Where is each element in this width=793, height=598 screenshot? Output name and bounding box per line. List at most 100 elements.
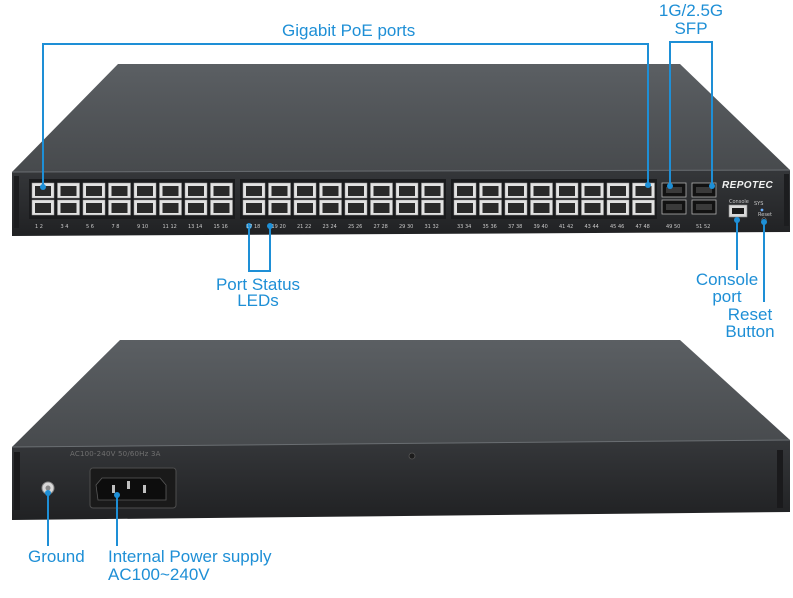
rj45-port-socket	[399, 203, 415, 213]
rj45-port-socket	[271, 203, 288, 213]
rj45-port-socket	[424, 203, 441, 213]
port-number-label: 47 48	[635, 224, 650, 230]
rj45-port-socket	[246, 203, 262, 213]
rj45-port-socket	[533, 186, 550, 196]
rj45-port-socket	[35, 186, 51, 196]
rj45-port-socket	[322, 186, 339, 196]
power-rating-text: AC100-240V 50/60Hz 3A	[70, 450, 161, 458]
ground-label: Ground	[28, 547, 85, 566]
rear-left-ear	[14, 452, 20, 510]
port-number-label: 45 46	[610, 224, 625, 230]
sfp-port-cage	[666, 204, 682, 210]
rj45-port-socket	[137, 203, 153, 213]
console-label-line2: port	[712, 287, 742, 306]
rj45-port-socket	[322, 203, 339, 213]
port-number-label: 41 42	[559, 224, 574, 230]
callout-dots	[40, 182, 767, 498]
port-number-label: 7 8	[111, 224, 120, 230]
port-number-label: 25 26	[348, 224, 363, 230]
port-number-label: 37 38	[508, 224, 523, 230]
rj45-port-socket	[508, 186, 524, 196]
rj45-port-socket	[86, 203, 102, 213]
rj45-port-socket	[533, 203, 550, 213]
port-number-label: 21 22	[297, 224, 312, 230]
rj45-port-socket	[60, 203, 77, 213]
port-number-label: 11 12	[162, 224, 177, 230]
port-number-label: 17 18	[246, 224, 261, 230]
rj45-port-socket	[111, 203, 128, 213]
rj45-port-socket	[559, 186, 575, 196]
rj45-port-socket	[137, 186, 153, 196]
rj45-port-socket	[162, 186, 179, 196]
rj45-port-socket	[297, 203, 313, 213]
right-rack-ear	[784, 174, 789, 226]
port-number-label: 5 6	[86, 224, 94, 230]
rj45-port-socket	[508, 203, 524, 213]
rj45-port-socket	[271, 186, 288, 196]
power-inlet-socket	[95, 477, 167, 501]
rj45-port-socket	[482, 203, 499, 213]
port-number-label: 39 40	[533, 224, 548, 230]
rj45-port-socket	[35, 203, 51, 213]
port-number-label: 35 36	[482, 224, 497, 230]
rj45-port-socket	[188, 203, 204, 213]
rj45-port-socket	[457, 203, 473, 213]
rj45-port-socket	[559, 203, 575, 213]
rj45-port-socket	[162, 203, 179, 213]
sfp-label-line1: 1G/2.5G	[658, 1, 724, 20]
port-number-label: 29 30	[399, 224, 414, 230]
rj45-port-socket	[246, 186, 262, 196]
rear-switch	[11, 340, 791, 520]
rj45-port-socket	[610, 203, 626, 213]
rj45-port-socket	[610, 186, 626, 196]
console-label-line1: Console	[695, 270, 759, 289]
brand-logo: REPOTEC	[722, 180, 774, 191]
rj45-port-socket	[60, 186, 77, 196]
sfp-port-cage	[696, 187, 712, 193]
console-text: Console	[729, 199, 749, 205]
port-number-label: 23 24	[322, 224, 337, 230]
rj45-port-socket	[188, 186, 204, 196]
port-status-label-line2: LEDs	[237, 291, 279, 310]
port-number-label: 27 28	[373, 224, 388, 230]
rj45-port-socket	[111, 186, 128, 196]
rj45-port-socket	[482, 186, 499, 196]
rear-switch-panel	[12, 440, 790, 520]
port-number-label: 3 4	[60, 224, 69, 230]
port-number-label: 43 44	[584, 224, 599, 230]
rj45-port-socket	[348, 203, 364, 213]
port-status-label-line1: Port Status	[215, 275, 301, 294]
sfp-label-line2: SFP	[674, 19, 708, 38]
port-number-label: 13 14	[188, 224, 203, 230]
rj45-port-socket	[213, 186, 230, 196]
rj45-port-socket	[424, 186, 441, 196]
rj45-port-socket	[348, 186, 364, 196]
sfp-number-label: 51 52	[696, 224, 711, 230]
rear-right-ear	[777, 450, 783, 508]
reset-label-line1: Reset	[727, 305, 773, 324]
sfp-bracket	[669, 41, 713, 185]
callout-lines	[42, 41, 765, 546]
reset-text: Reset	[758, 212, 772, 218]
power-label-line2: AC100~240V	[108, 565, 210, 584]
rj45-port-grid	[29, 179, 657, 219]
port-number-label: 33 34	[457, 224, 472, 230]
sfp-port-cage	[666, 187, 682, 193]
rj45-port-socket	[635, 186, 652, 196]
port-number-label: 15 16	[213, 224, 228, 230]
port-number-label: 31 32	[424, 224, 439, 230]
rear-switch-top	[12, 340, 790, 447]
rear-screw	[408, 452, 416, 460]
front-switch-top	[12, 64, 790, 172]
rj45-port-socket	[297, 186, 313, 196]
sys-led	[760, 208, 764, 212]
rj45-port-socket	[399, 186, 415, 196]
power-label-line1: Internal Power supply	[108, 547, 272, 566]
rj45-port-socket	[86, 186, 102, 196]
rj45-port-socket	[635, 203, 652, 213]
reset-label-line2: Button	[725, 322, 775, 341]
left-rack-ear	[14, 176, 19, 228]
port-number-label: 9 10	[137, 224, 149, 230]
rj45-port-socket	[213, 203, 230, 213]
